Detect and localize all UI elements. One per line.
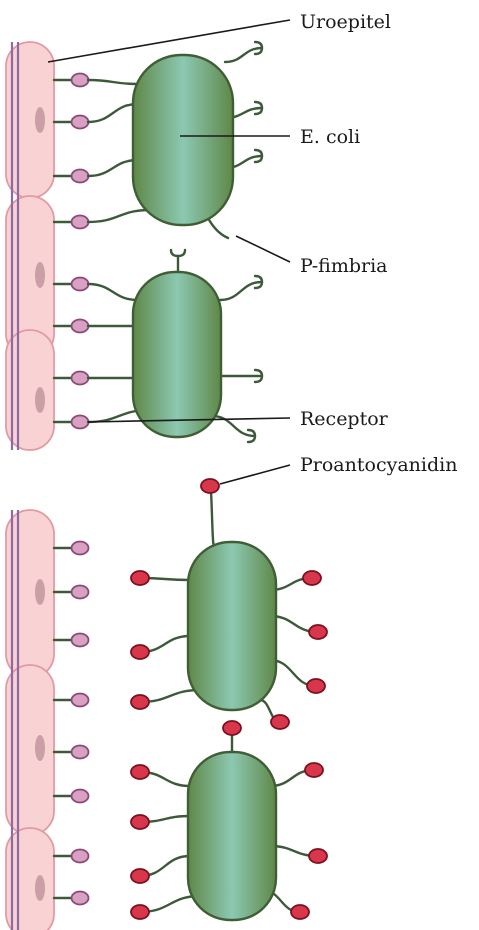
bacterium-3	[131, 479, 327, 729]
cell-nucleus	[35, 735, 45, 761]
proantocyanidin-molecule	[303, 571, 321, 585]
bacterium-body	[133, 55, 233, 225]
bacterium-4	[131, 721, 327, 920]
cell-nucleus	[35, 387, 45, 413]
receptor-head	[72, 216, 89, 229]
receptor-head	[72, 790, 89, 803]
p-fimbria	[88, 80, 138, 84]
proantocyanidin-molecule	[309, 625, 327, 639]
proantocyanidin-molecule	[131, 905, 149, 919]
receptor-head	[72, 320, 89, 333]
proantocyanidin-molecule	[307, 679, 325, 693]
receptor-head	[72, 634, 89, 647]
proantocyanidin-molecule	[131, 815, 149, 829]
p-fimbria	[88, 104, 138, 122]
uroepitel-label: Uroepitel	[300, 11, 391, 33]
receptor-head	[72, 892, 89, 905]
proantocyanidin-molecule	[309, 849, 327, 863]
receptor-head	[72, 542, 89, 555]
p-fimbria	[220, 282, 262, 300]
proantocyanidin-molecule	[291, 905, 309, 919]
bottom-panel	[6, 479, 327, 930]
p-fimbria	[88, 284, 138, 300]
receptors-bottom	[54, 542, 89, 905]
proantocyanidin-molecule	[271, 715, 289, 729]
receptor-label: Receptor	[300, 408, 389, 430]
cell-nucleus	[35, 262, 45, 288]
proantocyanidin-molecule	[223, 721, 241, 735]
epithelial-cell	[6, 828, 54, 930]
fimbria-tip	[171, 250, 185, 256]
uroepithelium-bottom	[6, 510, 54, 930]
epithelial-cell	[6, 665, 54, 835]
receptor-head	[72, 746, 89, 759]
receptor-head	[72, 372, 89, 385]
receptor-head	[72, 278, 89, 291]
bacterium-body	[133, 272, 221, 437]
proantocyanidin-leader	[220, 465, 290, 484]
p-fimbria	[88, 160, 138, 176]
pfimbria-label: P-fimbria	[300, 255, 388, 277]
bacterium-1	[88, 42, 262, 238]
cell-nucleus	[35, 579, 45, 605]
epithelial-cell	[6, 330, 54, 450]
bacterium-body	[188, 752, 276, 920]
receptor-head	[72, 116, 89, 129]
proantocyanidin-molecule	[131, 765, 149, 779]
receptors-top	[54, 74, 89, 429]
cell-nucleus	[35, 107, 45, 133]
pfimbria-leader	[236, 236, 290, 262]
cell-nucleus	[35, 875, 45, 901]
proantocyanidin-label: Proantocyanidin	[300, 454, 457, 476]
proantocyanidin-molecule	[201, 479, 219, 493]
p-fimbria	[88, 210, 150, 222]
epithelial-cell	[6, 42, 54, 198]
top-panel	[6, 42, 262, 450]
receptor-head	[72, 416, 89, 429]
proantocyanidin-molecule	[131, 645, 149, 659]
receptor-head	[72, 586, 89, 599]
proantocyanidin-molecule	[131, 695, 149, 709]
receptor-head	[72, 694, 89, 707]
receptor-head	[72, 850, 89, 863]
p-fimbria	[210, 486, 214, 546]
proantocyanidin-molecule	[305, 763, 323, 777]
epithelial-cell	[6, 510, 54, 678]
uroepithelium-top	[6, 42, 54, 450]
receptor-head	[72, 170, 89, 183]
proantocyanidin-molecule	[131, 869, 149, 883]
ecoli-label: E. coli	[300, 126, 360, 148]
receptor-head	[72, 74, 89, 87]
proantocyanidin-molecule	[131, 571, 149, 585]
bacterium-body	[188, 542, 276, 710]
bacterium-2	[88, 250, 262, 442]
